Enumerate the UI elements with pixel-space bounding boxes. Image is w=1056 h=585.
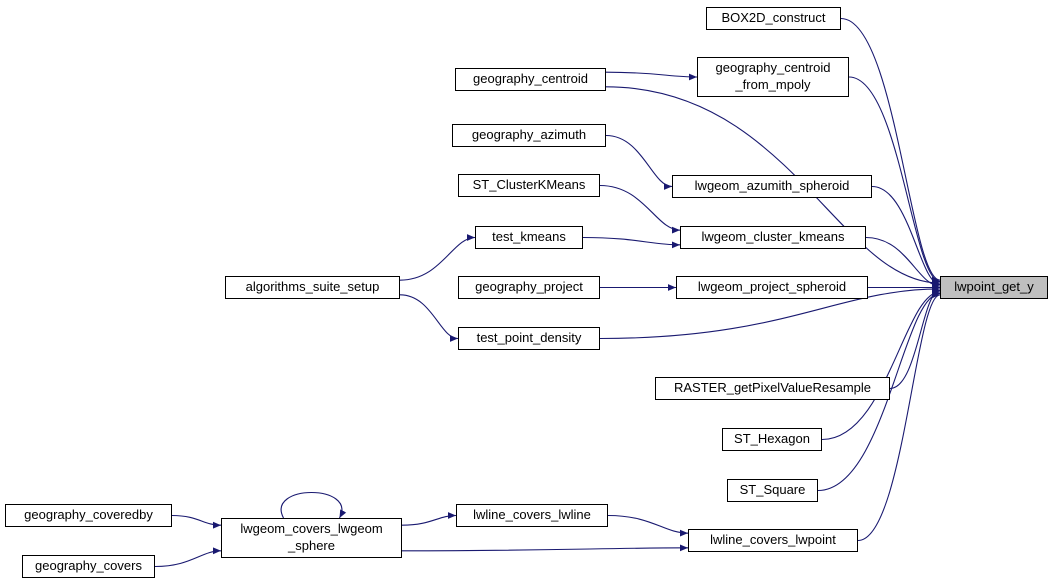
graph-node-lwline_covers_lwline[interactable]: lwline_covers_lwline [456,504,608,527]
edge-lwgeom_covers_lwgeom_sphere-to-lwline_covers_lwpoint [401,544,689,552]
graph-node-label: geography_project [475,279,583,295]
graph-node-ST_Hexagon[interactable]: ST_Hexagon [722,428,822,451]
graph-node-label: ST_ClusterKMeans [472,177,586,193]
graph-node-algorithms_suite_setup[interactable]: algorithms_suite_setup [225,276,400,299]
graph-node-BOX2D_construct[interactable]: BOX2D_construct [706,7,841,30]
graph-node-label: lwgeom_project_spheroid [697,279,847,295]
graph-node-label: ST_Hexagon [734,431,810,447]
graph-node-test_kmeans[interactable]: test_kmeans [475,226,583,249]
graph-node-label: BOX2D_construct [721,10,826,26]
edge-lwgeom_azumith_spheroid-to-lwpoint_get_y [871,185,941,288]
edge-geography_azimuth-to-lwgeom_azumith_spheroid [605,134,673,190]
graph-node-RASTER_getPixelValueResample[interactable]: RASTER_getPixelValueResample [655,377,890,400]
graph-node-geography_centroid_from_mpoly[interactable]: geography_centroid _from_mpoly [697,57,849,97]
edge-lwgeom_covers_lwgeom_sphere-to-lwline_covers_lwline [401,512,457,526]
graph-node-label: lwgeom_cluster_kmeans [701,229,845,245]
graph-node-geography_project[interactable]: geography_project [458,276,600,299]
graph-node-label: lwline_covers_lwpoint [710,532,836,548]
edge-lwgeom_cluster_kmeans-to-lwpoint_get_y [865,236,941,290]
graph-node-label: geography_coveredby [24,507,153,523]
edge-lwgeom_covers_lwgeom_sphere-to-lwgeom_covers_lwgeom_sphere [280,492,347,519]
graph-node-label: test_point_density [476,330,582,346]
edge-geography_centroid-to-geography_centroid_from_mpoly [605,71,698,81]
graph-node-lwgeom_project_spheroid[interactable]: lwgeom_project_spheroid [676,276,868,299]
graph-node-label: lwline_covers_lwline [473,507,591,523]
graph-node-label: lwgeom_azumith_spheroid [694,178,850,194]
graph-node-label: RASTER_getPixelValueResample [673,380,872,396]
edge-geography_covers-to-lwgeom_covers_lwgeom_sphere [154,547,222,568]
graph-node-label: test_kmeans [492,229,566,245]
edge-geography_coveredby-to-lwgeom_covers_lwgeom_sphere [171,514,222,529]
graph-node-label: geography_centroid _from_mpoly [715,60,831,92]
graph-node-ST_Square[interactable]: ST_Square [727,479,818,502]
graph-node-label: ST_Square [739,482,806,498]
edge-lwline_covers_lwpoint-to-lwpoint_get_y [857,291,941,542]
graph-node-geography_centroid[interactable]: geography_centroid [455,68,606,91]
graph-node-lwgeom_cluster_kmeans[interactable]: lwgeom_cluster_kmeans [680,226,866,249]
graph-node-ST_ClusterKMeans[interactable]: ST_ClusterKMeans [458,174,600,197]
graph-node-label: lwgeom_covers_lwgeom _sphere [240,521,383,553]
graph-node-lwgeom_covers_lwgeom_sphere[interactable]: lwgeom_covers_lwgeom _sphere [221,518,402,558]
graph-node-label: lwpoint_get_y [954,279,1034,295]
graph-node-lwline_covers_lwpoint[interactable]: lwline_covers_lwpoint [688,529,858,552]
edge-BOX2D_construct-to-lwpoint_get_y [840,17,941,284]
graph-node-label: geography_centroid [473,71,588,87]
edge-lwline_covers_lwline-to-lwline_covers_lwpoint [607,514,689,537]
edge-ST_ClusterKMeans-to-lwgeom_cluster_kmeans [599,184,681,234]
graph-node-label: geography_covers [35,558,142,574]
graph-node-label: algorithms_suite_setup [245,279,380,295]
edge-ST_Hexagon-to-lwpoint_get_y [821,288,941,441]
graph-node-geography_coveredby[interactable]: geography_coveredby [5,504,172,527]
graph-node-lwpoint_get_y: lwpoint_get_y [940,276,1048,299]
edge-ST_Square-to-lwpoint_get_y [817,290,941,492]
graph-node-lwgeom_azumith_spheroid[interactable]: lwgeom_azumith_spheroid [672,175,872,198]
graph-node-geography_covers[interactable]: geography_covers [22,555,155,578]
edge-test_point_density-to-lwpoint_get_y [599,285,941,340]
edge-geography_centroid_from_mpoly-to-lwpoint_get_y [848,76,941,285]
edge-test_kmeans-to-lwgeom_cluster_kmeans [582,236,681,249]
graph-node-test_point_density[interactable]: test_point_density [458,327,600,350]
edge-algorithms_suite_setup-to-test_kmeans [399,234,476,281]
graph-node-label: geography_azimuth [471,127,587,143]
graph-node-geography_azimuth[interactable]: geography_azimuth [452,124,606,147]
edge-algorithms_suite_setup-to-test_point_density [399,294,459,342]
